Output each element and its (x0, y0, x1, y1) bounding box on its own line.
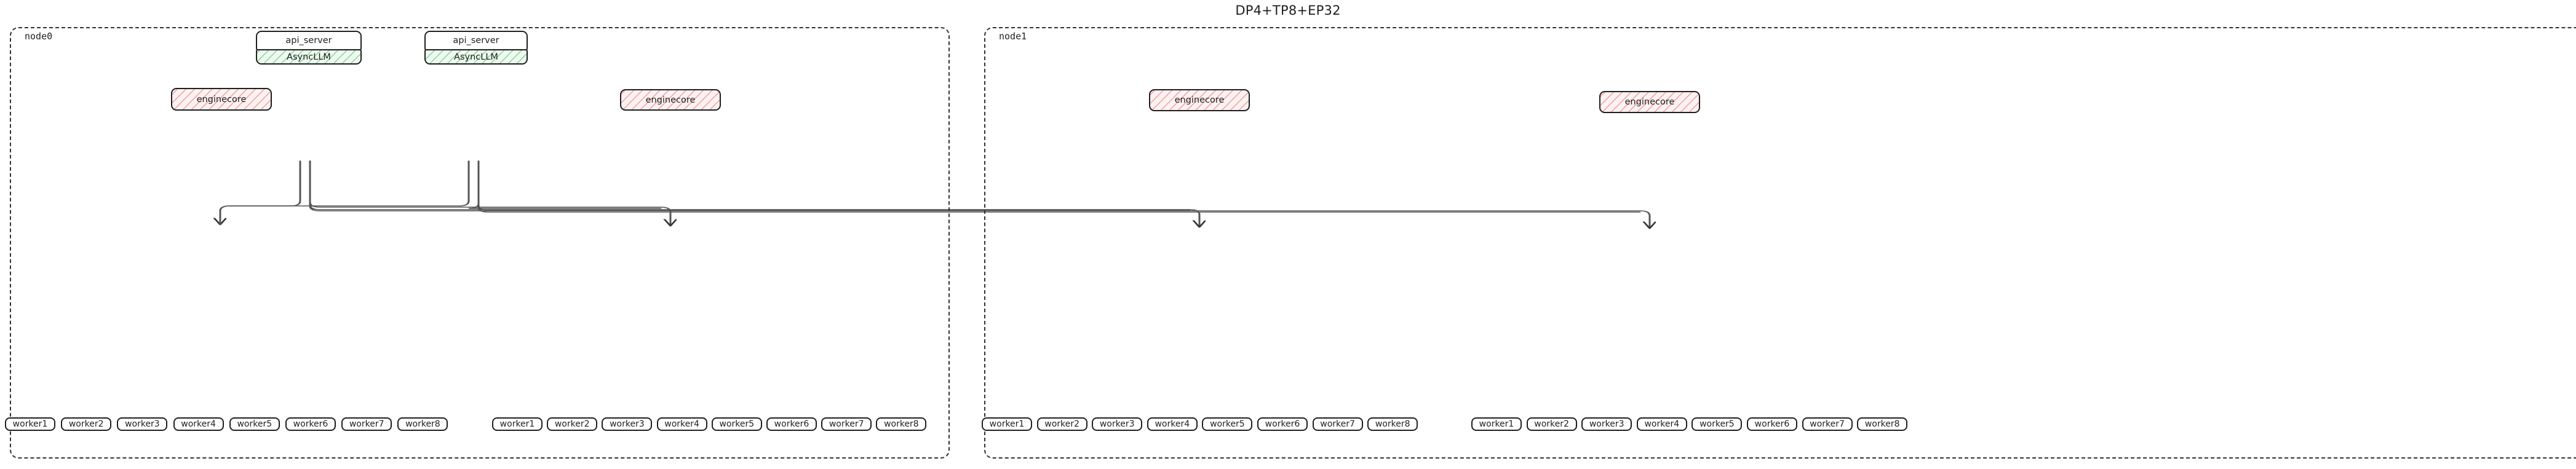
node-label: worker7 (349, 419, 384, 429)
node-label: AsyncLLM (287, 52, 331, 62)
node-label: worker2 (554, 419, 590, 429)
diagram-title: DP4+TP8+EP32 (1235, 3, 1341, 18)
node-worker[interactable]: worker2 (61, 417, 112, 431)
cluster-node0 (10, 27, 950, 459)
node-label: enginecore (1624, 97, 1675, 107)
node-worker[interactable]: worker7 (341, 417, 392, 431)
node-label: worker4 (664, 419, 699, 429)
node-worker[interactable]: worker6 (1257, 417, 1308, 431)
node-label: worker8 (1864, 419, 1900, 429)
node-api-server-api1[interactable]: api_server (424, 31, 528, 50)
node-worker[interactable]: worker1 (1471, 417, 1522, 431)
node-worker[interactable]: worker8 (876, 417, 927, 431)
node-worker[interactable]: worker1 (5, 417, 55, 431)
node-label: worker5 (719, 419, 755, 429)
node-worker[interactable]: worker6 (285, 417, 336, 431)
node-worker[interactable]: worker2 (1526, 417, 1577, 431)
node-worker[interactable]: worker6 (1747, 417, 1797, 431)
node-label: worker6 (1754, 419, 1790, 429)
node-worker[interactable]: worker8 (1857, 417, 1908, 431)
node-worker[interactable]: worker7 (1802, 417, 1853, 431)
node-worker[interactable]: worker5 (1202, 417, 1253, 431)
node-label: worker5 (1210, 419, 1245, 429)
node-label: worker1 (989, 419, 1025, 429)
node-worker[interactable]: worker3 (117, 417, 168, 431)
node-label: worker8 (405, 419, 440, 429)
node-worker[interactable]: worker7 (1312, 417, 1363, 431)
node-worker[interactable]: worker8 (397, 417, 448, 431)
node-worker[interactable]: worker4 (656, 417, 707, 431)
node-enginecore-ec2[interactable]: enginecore (1149, 89, 1250, 111)
node-label: worker2 (1044, 419, 1079, 429)
node-label: worker3 (1589, 419, 1624, 429)
node-worker[interactable]: worker1 (982, 417, 1032, 431)
node-label: api_server (453, 36, 499, 45)
node-label: enginecore (1174, 95, 1225, 105)
node-label: worker4 (1155, 419, 1190, 429)
node-label: worker6 (293, 419, 328, 429)
node-label: worker2 (1534, 419, 1569, 429)
node-enginecore-ec3[interactable]: enginecore (1599, 91, 1700, 113)
node-label: worker1 (1479, 419, 1514, 429)
node-label: worker4 (181, 419, 216, 429)
node-label: worker7 (1320, 419, 1355, 429)
node-worker[interactable]: worker3 (1092, 417, 1143, 431)
node-label: worker1 (12, 419, 48, 429)
node-worker[interactable]: worker5 (229, 417, 280, 431)
node-label: worker8 (1375, 419, 1410, 429)
node-label: worker7 (1810, 419, 1845, 429)
node-worker[interactable]: worker4 (1636, 417, 1687, 431)
node-label: worker1 (499, 419, 535, 429)
node-label: worker3 (125, 419, 160, 429)
node-worker[interactable]: worker1 (492, 417, 543, 431)
node-api-server-api0[interactable]: api_server (256, 31, 362, 50)
node-label: worker8 (884, 419, 919, 429)
node-label: api_server (285, 36, 332, 45)
node-label: worker6 (1265, 419, 1300, 429)
node-async-llm-llm1[interactable]: AsyncLLM (424, 49, 528, 65)
node-worker[interactable]: worker2 (1036, 417, 1087, 431)
node-enginecore-ec0[interactable]: enginecore (171, 88, 272, 111)
node-worker[interactable]: worker5 (711, 417, 762, 431)
node-worker[interactable]: worker4 (173, 417, 224, 431)
cluster-node0-label: node0 (25, 31, 53, 42)
cluster-node1-label: node1 (999, 31, 1027, 42)
node-worker[interactable]: worker3 (1581, 417, 1632, 431)
node-label: worker5 (237, 419, 272, 429)
node-worker[interactable]: worker8 (1367, 417, 1418, 431)
node-worker[interactable]: worker3 (602, 417, 653, 431)
node-label: worker6 (774, 419, 809, 429)
node-worker[interactable]: worker2 (547, 417, 598, 431)
node-async-llm-llm0[interactable]: AsyncLLM (256, 49, 362, 65)
node-label: AsyncLLM (454, 52, 498, 62)
node-label: worker4 (1644, 419, 1680, 429)
node-enginecore-ec1[interactable]: enginecore (620, 89, 721, 111)
cluster-node1 (984, 27, 2576, 459)
node-worker[interactable]: worker6 (766, 417, 817, 431)
node-label: worker3 (1099, 419, 1135, 429)
node-label: worker2 (68, 419, 104, 429)
node-label: enginecore (196, 94, 247, 104)
edge-paths (220, 160, 1650, 228)
node-worker[interactable]: worker5 (1691, 417, 1743, 431)
node-worker[interactable]: worker4 (1147, 417, 1198, 431)
node-worker[interactable]: worker7 (821, 417, 872, 431)
node-label: worker3 (610, 419, 645, 429)
node-label: worker5 (1699, 419, 1735, 429)
node-label: enginecore (645, 95, 696, 105)
node-label: worker7 (829, 419, 864, 429)
